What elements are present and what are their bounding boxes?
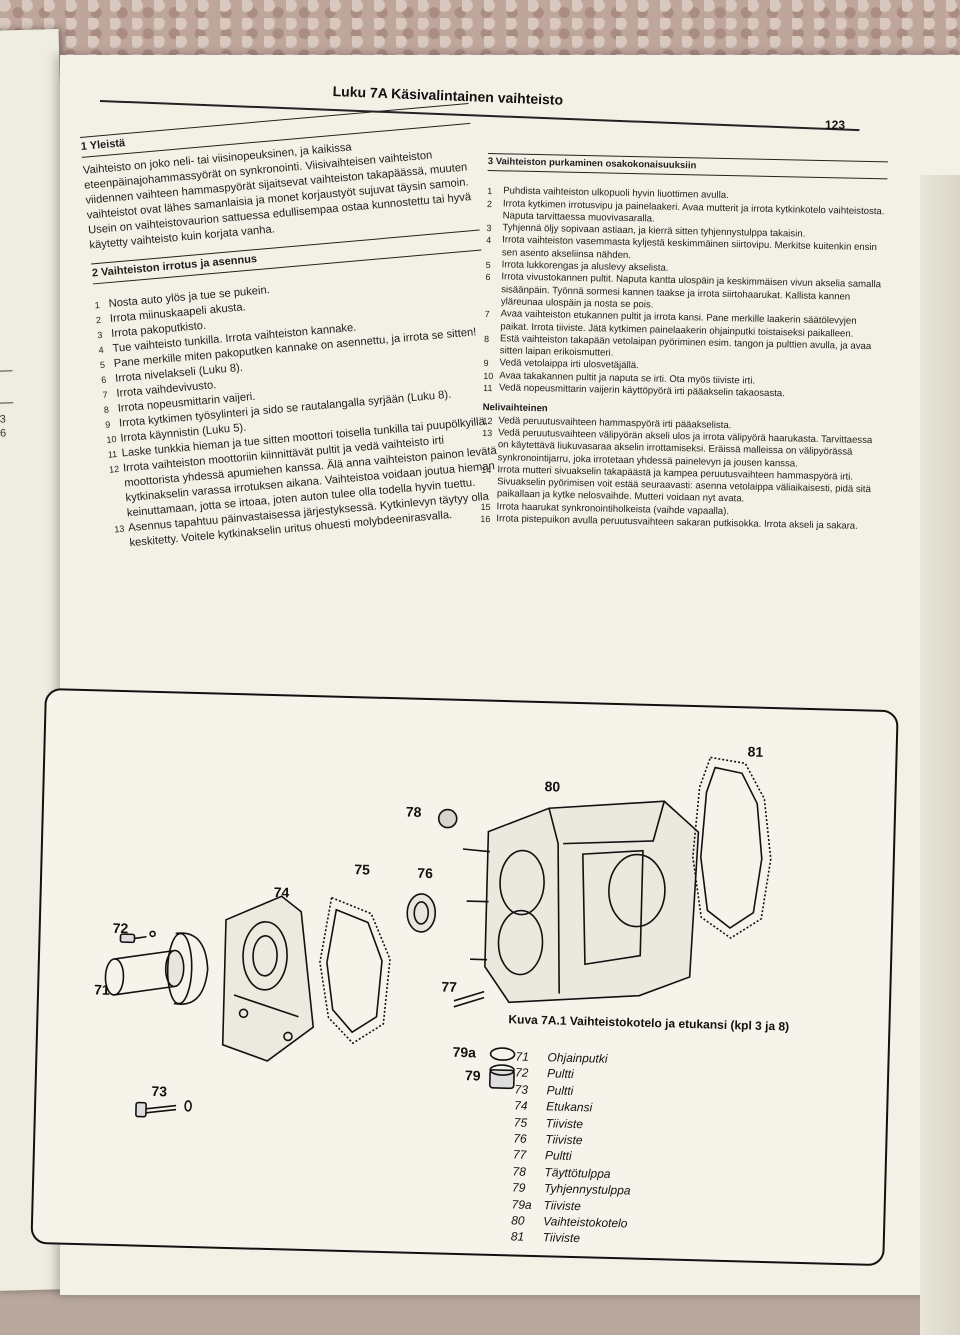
stud-77-part <box>454 991 484 1008</box>
section-3-heading: 3 Vaihteiston purkaminen osakokonaisuuks… <box>488 153 888 180</box>
gasket-75-part <box>318 897 392 1044</box>
left-column: 1 Yleistä Vaihteisto on joko neli- tai v… <box>80 103 505 552</box>
step-number: 5 <box>99 357 114 373</box>
callout-81: 81 <box>747 743 763 759</box>
callout-80: 80 <box>544 778 560 794</box>
callout-74: 74 <box>274 884 290 900</box>
bolt-73-part <box>136 1100 191 1118</box>
step-number: 5 <box>486 259 502 272</box>
step-number: 11 <box>483 382 499 395</box>
legend-name: Tiiviste <box>546 1115 584 1132</box>
gearbox-exploded-drawing <box>32 690 896 1264</box>
legend-name: Pultti <box>546 1082 573 1099</box>
callout-72: 72 <box>113 920 129 936</box>
step-number: 2 <box>95 312 110 328</box>
step-number: 1 <box>94 297 109 313</box>
legend-number: 79a <box>511 1196 543 1213</box>
step-number: 15 <box>480 501 496 514</box>
step-number: 2 <box>487 198 504 223</box>
page-content: Luku 7A Käsivalintainen vaihteisto 123 1… <box>60 55 960 1295</box>
margin-digit: 3 <box>0 413 6 425</box>
step-number: 6 <box>101 372 116 388</box>
legend-number: 76 <box>513 1130 545 1147</box>
step-number: 6 <box>485 271 502 308</box>
step-number: 7 <box>484 308 501 333</box>
legend-number: 80 <box>511 1212 543 1229</box>
margin-digit: 6 <box>0 427 6 439</box>
callout-77: 77 <box>441 978 457 994</box>
margin-mark <box>0 370 12 371</box>
step-number: 4 <box>98 342 113 358</box>
step-number: 9 <box>483 357 499 370</box>
callout-79: 79 <box>465 1067 481 1083</box>
legend-number: 79 <box>512 1180 544 1197</box>
page-number: 123 <box>825 118 845 132</box>
step-number: 12 <box>482 415 498 428</box>
step-number: 8 <box>484 333 501 358</box>
step-number: 11 <box>107 447 122 463</box>
legend-number: 81 <box>511 1229 543 1246</box>
callout-71: 71 <box>94 981 110 997</box>
step-number: 8 <box>103 402 118 418</box>
step-number: 10 <box>106 432 121 448</box>
drain-plug-part <box>490 1048 515 1089</box>
exploded-diagram-figure: 71 72 73 74 75 76 77 78 79a 79 80 81 Kuv… <box>30 688 898 1266</box>
legend-number: 72 <box>515 1065 547 1082</box>
callout-73: 73 <box>151 1083 167 1099</box>
legend-number: 75 <box>514 1114 546 1131</box>
step-number: 4 <box>486 234 503 259</box>
callout-79a: 79a <box>452 1044 476 1061</box>
legend-name: Täyttötulppa <box>544 1164 610 1182</box>
step-number: 9 <box>105 417 120 433</box>
legend-name: Tiiviste <box>545 1131 583 1148</box>
step-number: 7 <box>102 387 117 403</box>
filler-plug-78-part <box>438 809 456 827</box>
legend-number: 73 <box>514 1081 546 1098</box>
legend-name: Tiiviste <box>543 1230 581 1247</box>
gasket-81-part <box>691 757 774 939</box>
callout-78: 78 <box>406 803 422 819</box>
step-number: 3 <box>486 222 502 235</box>
seal-76-part <box>407 894 436 933</box>
callout-75: 75 <box>354 861 370 877</box>
legend-name: Tiiviste <box>543 1197 581 1214</box>
gearbox-housing-part <box>459 796 699 1007</box>
step-number: 3 <box>97 327 112 343</box>
legend-name: Etukansi <box>546 1098 592 1116</box>
callout-76: 76 <box>417 865 433 881</box>
step-number: 14 <box>481 464 498 501</box>
step-number: 13 <box>481 427 498 464</box>
legend-number: 74 <box>514 1098 546 1115</box>
right-column: 3 Vaihteiston purkaminen osakokonaisuuks… <box>480 153 888 534</box>
book-page: Luku 7A Käsivalintainen vaihteisto 123 1… <box>60 55 960 1295</box>
legend-number: 78 <box>512 1163 544 1180</box>
front-cover-part <box>222 895 316 1062</box>
legend-name: Pultti <box>547 1066 574 1083</box>
legend-number: 77 <box>513 1147 545 1164</box>
step-number: 10 <box>483 370 499 383</box>
legend-number: 71 <box>515 1048 547 1065</box>
step-number: 16 <box>480 513 496 526</box>
step-number: 1 <box>487 185 503 198</box>
legend-name: Ohjainputki <box>547 1049 607 1067</box>
margin-mark <box>0 402 13 403</box>
legend-name: Pultti <box>545 1148 572 1165</box>
